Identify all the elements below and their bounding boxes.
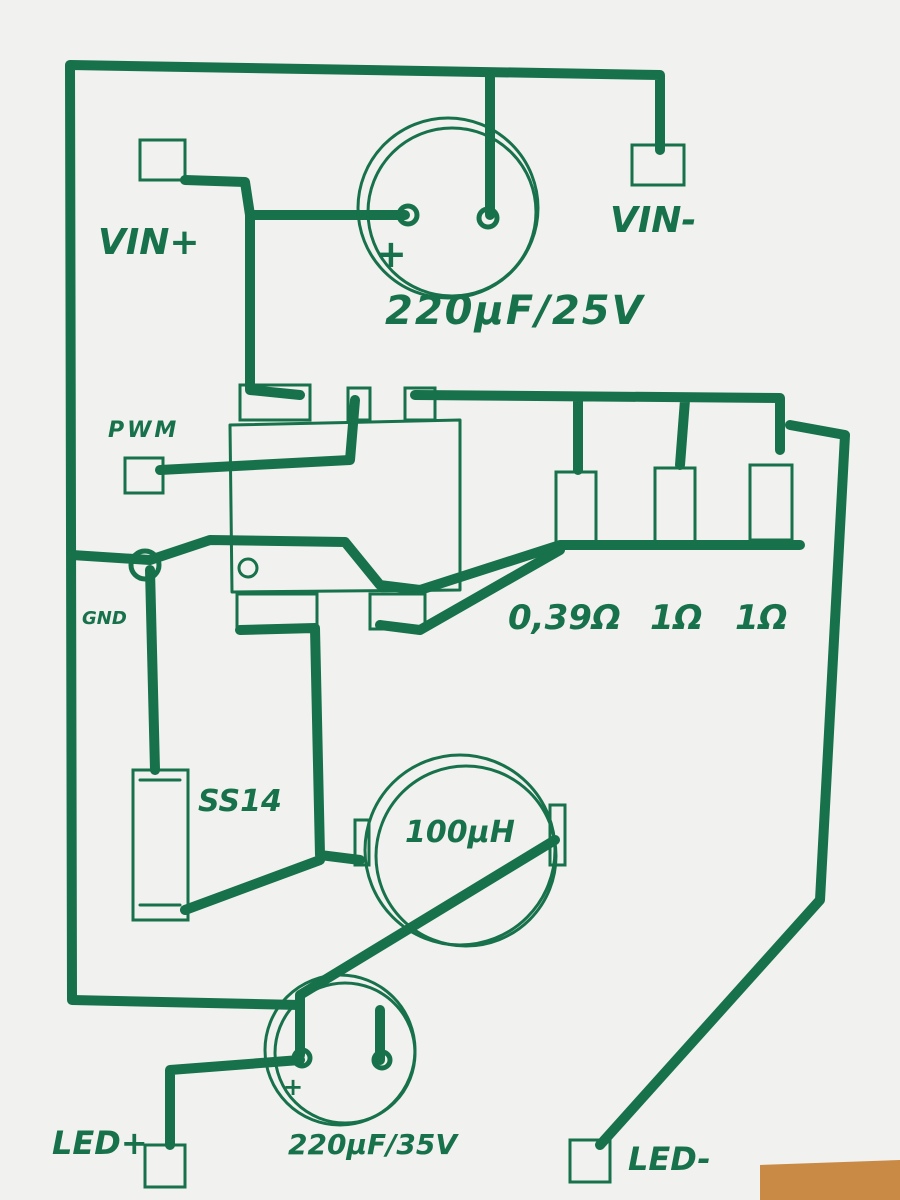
regulator-ic — [228, 383, 462, 631]
label-r1: 0,39Ω — [508, 598, 621, 638]
pad-led-minus — [568, 1138, 612, 1184]
trace-led-plus — [165, 1055, 305, 1150]
trace-gnd-outer — [65, 60, 665, 1010]
pad-led-plus — [143, 1143, 187, 1189]
label-diode: SS14 — [198, 784, 282, 819]
label-cap-out-polarity: + — [283, 1073, 304, 1101]
output-capacitor — [263, 973, 417, 1127]
label-cap-in: 220µF/25V — [385, 288, 645, 334]
label-pwm: PWM — [108, 418, 180, 443]
diode-ss14 — [131, 768, 190, 922]
table-corner — [760, 1160, 900, 1200]
pad-vin-minus — [630, 143, 686, 187]
trace-gnd-mid — [67, 535, 805, 595]
gnd-via — [128, 548, 162, 582]
label-vin-minus: VIN- — [610, 200, 697, 241]
pad-vin-plus — [138, 138, 187, 182]
label-inductor: 100µH — [405, 815, 515, 850]
input-capacitor — [356, 116, 540, 300]
trace-gnd-diode — [145, 565, 160, 775]
pad-pwm — [123, 456, 165, 495]
trace-led-minus — [595, 420, 850, 1150]
trace-sense-bus — [410, 390, 785, 475]
label-r3: 1Ω — [735, 598, 788, 638]
trace-vin-plus — [180, 175, 410, 400]
label-r2: 1Ω — [650, 598, 703, 638]
label-cap-out: 220µF/35V — [288, 1128, 458, 1161]
sense-resistors — [554, 463, 794, 544]
inductor — [353, 753, 567, 948]
label-vin-plus: VIN+ — [98, 222, 200, 263]
label-led-minus: LED- — [628, 1140, 711, 1178]
label-cap-in-polarity: + — [375, 232, 407, 276]
label-gnd: GND — [82, 608, 127, 629]
label-led-plus: LED+ — [52, 1124, 148, 1162]
